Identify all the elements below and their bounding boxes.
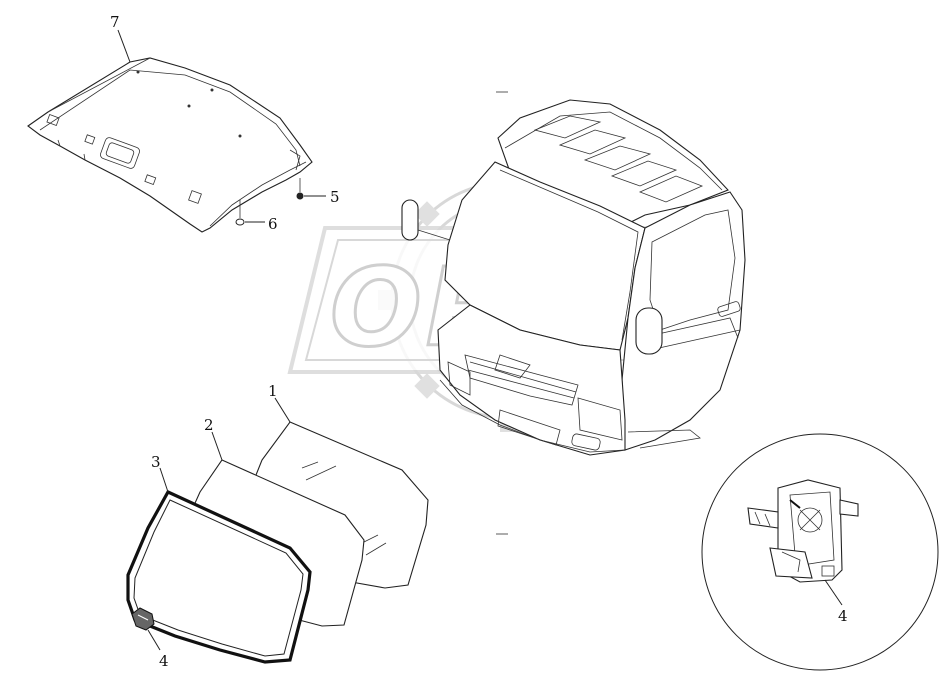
- callout-7: 7: [110, 13, 120, 31]
- right-mirror: [635, 307, 663, 355]
- clip-detail-circle: [701, 433, 939, 671]
- mounting-clip: [131, 607, 155, 631]
- callout-5: 5: [330, 188, 340, 206]
- clip-5: 5: [296, 178, 340, 206]
- callout-1: 1: [268, 382, 278, 400]
- truck-cab: [401, 99, 746, 456]
- callout-3: 3: [151, 453, 161, 471]
- callout-2: 2: [204, 416, 214, 434]
- roof-headliner: [27, 57, 313, 233]
- left-mirror: [401, 199, 451, 241]
- callout-4-left: 4: [159, 652, 169, 670]
- windshield-weatherstrip: [126, 489, 312, 664]
- clip-6: 6: [235, 200, 278, 233]
- callout-4-detail: 4: [838, 607, 848, 625]
- callout-6: 6: [268, 215, 278, 233]
